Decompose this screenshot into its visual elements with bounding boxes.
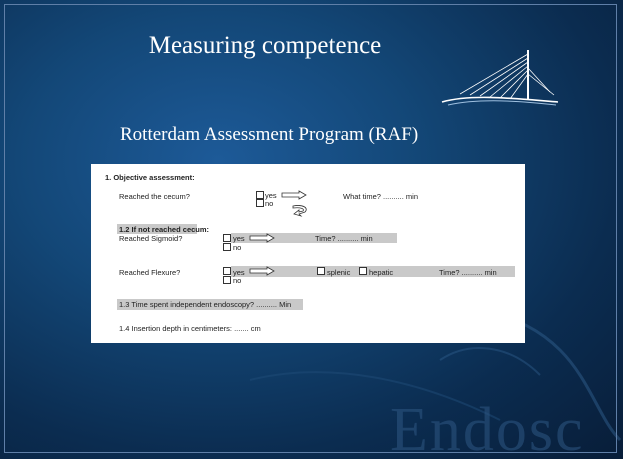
section-1-2-heading: 1.2 If not reached cecum:	[119, 225, 210, 234]
hepatic-checkbox[interactable]	[359, 267, 367, 275]
hepatic-label: hepatic	[369, 268, 394, 277]
flexure-no-checkbox[interactable]	[223, 276, 231, 284]
sigmoid-no-checkbox[interactable]	[223, 243, 231, 251]
section-1-4-text: 1.4 Insertion depth in centimeters: ....…	[119, 324, 261, 333]
section-1-3-highlight	[117, 299, 303, 310]
bridge-logo	[441, 50, 559, 106]
watermark-text: Endosc	[390, 396, 585, 459]
flexure-row-highlight	[231, 266, 515, 277]
splenic-checkbox[interactable]	[317, 267, 325, 275]
section-1-heading: 1. Objective assessment:	[105, 173, 195, 182]
cecum-yes-label: yes	[265, 191, 277, 200]
sigmoid-yes-label: yes	[233, 234, 245, 243]
slide-title: Measuring competence	[148, 32, 382, 59]
cecum-yes-checkbox[interactable]	[256, 191, 264, 199]
right-arrow-icon	[281, 190, 307, 200]
slide-subtitle: Rotterdam Assessment Program (RAF)	[120, 124, 419, 145]
right-arrow-icon	[249, 266, 275, 276]
flexure-question: Reached Flexure?	[119, 268, 181, 277]
sigmoid-question: Reached Sigmoid?	[119, 234, 183, 243]
cecum-no-label: no	[265, 199, 274, 208]
sigmoid-row-highlight	[231, 233, 397, 243]
sigmoid-time: Time? .......... min	[315, 234, 373, 243]
section-1-2-highlight	[117, 224, 197, 234]
section-1-3-text: 1.3 Time spent independent endoscopy? ..…	[119, 300, 292, 309]
sigmoid-no-label: no	[233, 243, 242, 252]
flexure-yes-checkbox[interactable]	[223, 267, 231, 275]
right-arrow-icon	[249, 233, 275, 243]
assessment-form: 1. Objective assessment: Reached the cec…	[91, 164, 525, 343]
sigmoid-yes-checkbox[interactable]	[223, 234, 231, 242]
flexure-no-label: no	[233, 276, 242, 285]
u-turn-arrow-icon	[292, 205, 307, 217]
cecum-question: Reached the cecum?	[119, 192, 190, 201]
cecum-time: What time? .......... min	[343, 192, 419, 201]
splenic-label: splenic	[327, 268, 351, 277]
flexure-yes-label: yes	[233, 268, 245, 277]
cecum-no-checkbox[interactable]	[256, 199, 264, 207]
flexure-time: Time? .......... min	[439, 268, 497, 277]
